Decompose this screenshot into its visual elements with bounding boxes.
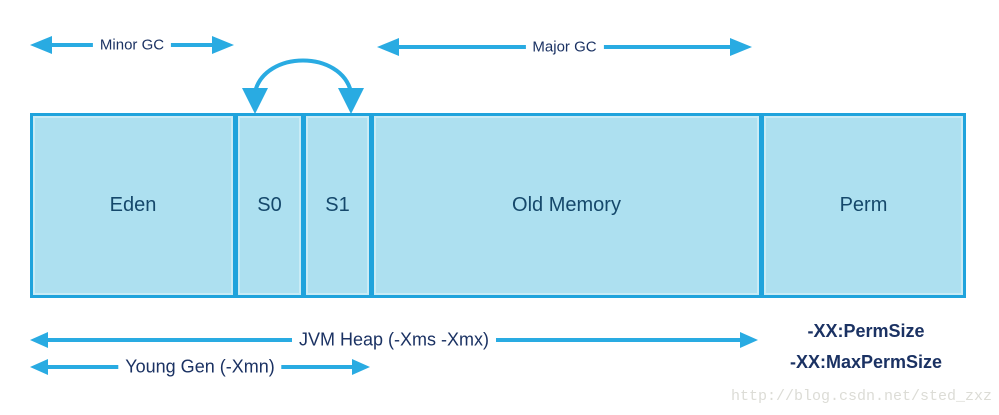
down-arrowhead-icon (242, 88, 268, 114)
swap-arc (253, 58, 353, 93)
perm-size-flag: -XX:PermSize (807, 321, 925, 341)
down-arrowhead-icon (338, 88, 364, 114)
jvm-heap-arrow: JVM Heap (-Xms -Xmx) (30, 329, 758, 351)
left-arrowhead-icon (377, 38, 399, 56)
left-arrowhead-icon (30, 359, 48, 375)
region-old-memory: Old Memory (371, 113, 762, 298)
right-arrowhead-icon (352, 359, 370, 375)
right-arrowhead-icon (212, 36, 234, 54)
region-label: S0 (257, 194, 282, 216)
max-perm-size-flag: -XX:MaxPermSize (789, 352, 943, 372)
region-label: Perm (839, 194, 888, 216)
region-label: S1 (325, 194, 350, 216)
region-eden: Eden (30, 113, 236, 298)
right-arrowhead-icon (740, 332, 758, 348)
right-arrowhead-icon (730, 38, 752, 56)
young-gen-label: Young Gen (-Xmn) (118, 356, 282, 378)
left-arrowhead-icon (30, 36, 52, 54)
left-arrowhead-icon (30, 332, 48, 348)
major-gc-label: Major GC (525, 38, 604, 56)
major-gc-arrow: Major GC (377, 37, 752, 57)
region-label: Old Memory (512, 194, 621, 216)
region-perm: Perm (761, 113, 966, 298)
region-s1: S1 (303, 113, 372, 298)
perm-size-flags: -XX:PermSize -XX:MaxPermSize (763, 316, 969, 378)
minor-gc-label: Minor GC (92, 36, 172, 54)
young-gen-arrow: Young Gen (-Xmn) (30, 356, 370, 378)
region-s0: S0 (235, 113, 304, 298)
jvm-heap-label: JVM Heap (-Xms -Xmx) (291, 329, 497, 351)
minor-gc-arrow: Minor GC (30, 35, 234, 55)
watermark-text: http://blog.csdn.net/sted_zxz (730, 388, 992, 405)
region-label: Eden (109, 194, 157, 216)
